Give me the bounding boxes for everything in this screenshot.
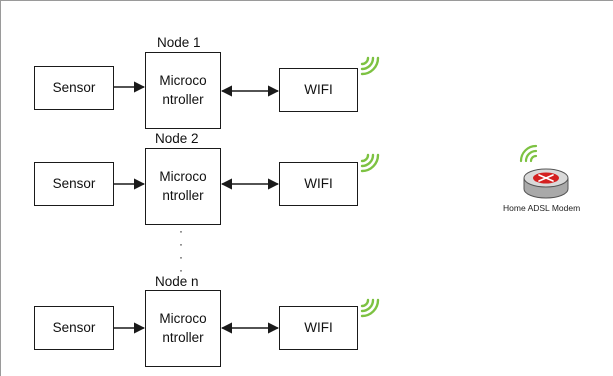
wifi-signal-icon [360,56,380,76]
sensor-box: Sensor [34,306,114,350]
microcontroller-label-line1: Microco [159,169,207,185]
microcontroller-label-line2: ntroller [162,329,204,345]
microcontroller-label-line2: ntroller [162,187,204,203]
router-icon [523,168,569,199]
node-title: Node n [155,274,199,289]
ellipsis-dot: · [179,224,183,238]
wifi-box: WIFI [279,162,358,206]
microcontroller-box: Microco ntroller [145,52,221,129]
modem-label: Home ADSL Modem [503,203,581,213]
frame-top-border [0,0,613,1]
sensor-label: Sensor [52,319,96,335]
node-title: Node 2 [155,131,199,146]
microcontroller-box: Microco ntroller [145,148,221,225]
wifi-signal-icon [360,298,380,318]
ellipsis-dot: · [179,237,183,251]
sensor-label: Sensor [52,175,96,191]
sensor-label: Sensor [52,79,96,95]
microcontroller-box: Microco ntroller [145,290,221,367]
microcontroller-label-line1: Microco [159,73,207,89]
microcontroller-label-line1: Microco [159,311,207,327]
wifi-box: WIFI [279,306,358,350]
wifi-signal-icon [360,153,380,173]
ellipsis-dot: · [179,263,183,277]
wifi-label: WIFI [304,319,333,335]
frame-left-border [0,0,1,376]
ellipsis-dot: · [179,250,183,264]
sensor-box: Sensor [34,66,114,110]
node-title: Node 1 [157,35,201,50]
sensor-box: Sensor [34,162,114,206]
wifi-label: WIFI [304,175,333,191]
wifi-label: WIFI [304,81,333,97]
microcontroller-label-line2: ntroller [162,91,204,107]
modem-signal-icon [519,144,538,163]
wifi-box: WIFI [279,68,358,112]
